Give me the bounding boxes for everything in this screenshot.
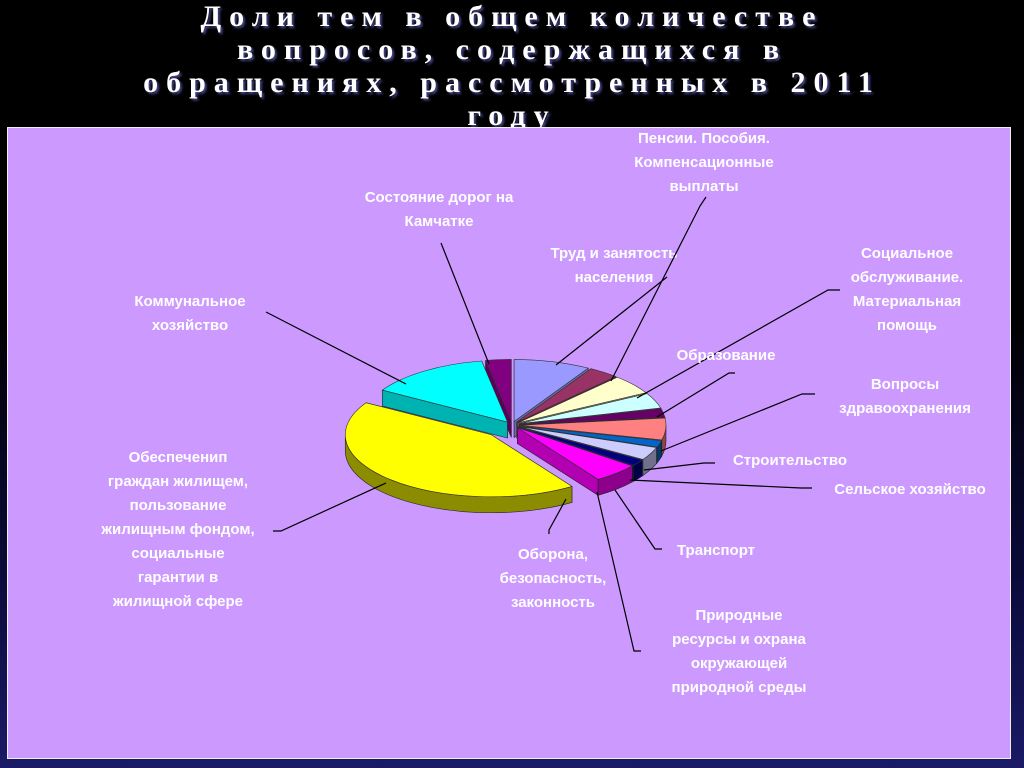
title-line-2: вопросов, содержащихся в: [236, 33, 788, 66]
pie-slice-12: [381, 360, 508, 423]
slice-label-3-line-1: Социальное: [861, 245, 953, 262]
slice-label-3-line-2: обслуживание.: [851, 269, 963, 286]
pie-slice-6: [519, 417, 667, 441]
slice-label-13: Состояние дорог на Камчатке: [365, 189, 514, 230]
leader-line-13: [440, 242, 490, 365]
pie-tops: [344, 359, 667, 498]
slice-label-1-line-1: Труд и занятость: [550, 245, 677, 262]
slice-label-11-line-6: гарантии в: [138, 569, 218, 586]
slice-label-12-line-2: хозяйство: [152, 317, 228, 334]
slice-label-4-line-1: Образование: [677, 347, 776, 364]
slice-label-9-line-3: окружающей: [691, 655, 787, 672]
title-line-1: Доли тем в общем количестве: [200, 0, 824, 33]
slice-label-9-line-2: ресурсы и охрана: [672, 631, 806, 648]
leader-line-9: [596, 491, 641, 652]
slice-label-7: Сельское хозяйство: [834, 481, 986, 498]
leader-line-2: [610, 196, 707, 382]
slice-label-10: Оборона, безопасность, законность: [500, 546, 607, 611]
slice-label-11: Обеспеченип граждан жилищем, пользование жи…: [100, 449, 254, 610]
title-line-4: году: [467, 99, 557, 132]
leader-line-6: [643, 462, 715, 471]
slice-label-1-line-2: населения: [575, 269, 654, 286]
pie-slice-7: [519, 425, 662, 448]
slice-label-11-line-4: жилищным фондом,: [100, 521, 254, 538]
pie-slice-2: [516, 368, 617, 423]
slice-label-11-line-2: граждан жилищем,: [108, 473, 248, 490]
slice-label-12: Коммунальное хозяйство: [134, 293, 245, 334]
page-title: Доли тем в общем количестве вопросов, со…: [0, 0, 1024, 132]
slice-label-4: Образование: [677, 347, 776, 364]
slice-label-7-line-1: Сельское хозяйство: [834, 481, 986, 498]
pie-slice-1: [513, 359, 589, 423]
slice-label-8-line-1: Транспорт: [677, 542, 755, 559]
slice-label-9: Природные ресурсы и охрана окружающей приро…: [672, 607, 807, 696]
leader-line-4: [656, 372, 735, 418]
slice-label-8: Транспорт: [677, 542, 755, 559]
pie-slice-13: [485, 359, 512, 422]
leader-line-12: [265, 311, 407, 385]
leader-line-10: [548, 498, 567, 534]
pie-labels: Труд и занятость населения Пенсии. Пособия…: [100, 130, 985, 696]
slice-label-5-line-1: Вопросы: [871, 376, 939, 393]
slice-label-5-line-2: здравоохранения: [839, 400, 971, 417]
pie-slice-10: [517, 427, 634, 480]
slice-label-11-line-5: социальные: [131, 545, 224, 562]
slice-label-11-line-1: Обеспеченип: [129, 449, 228, 466]
slice-label-11-line-7: жилищной сфере: [112, 593, 243, 610]
pie-slice-8: [519, 426, 658, 460]
slice-label-2-line-1: Пенсии. Пособия.: [638, 130, 770, 147]
title-line-3: обращениях, рассмотренных в 2011: [143, 66, 881, 99]
leader-line-8: [614, 489, 662, 550]
slice-label-9-line-1: Природные: [695, 607, 782, 624]
slice-label-3-line-3: Материальная: [853, 293, 961, 310]
slice-label-10-line-2: безопасность,: [500, 570, 607, 587]
slice-label-10-line-3: законность: [511, 594, 595, 611]
slice-label-2-line-3: выплаты: [669, 178, 738, 195]
leader-line-11: [273, 482, 387, 532]
leader-line-3: [636, 289, 840, 399]
slice-label-11-line-3: пользование: [130, 497, 227, 514]
leader-line-5: [660, 393, 815, 452]
slice-label-12-line-1: Коммунальное: [134, 293, 245, 310]
chart-area: [7, 127, 1011, 759]
slice-label-13-line-1: Состояние дорог на: [365, 189, 514, 206]
slice-label-2: Пенсии. Пособия. Компенсационные выплаты: [634, 130, 773, 195]
pie-slice-9: [518, 426, 644, 466]
slice-label-3-line-4: помощь: [877, 317, 937, 334]
leader-line-7: [629, 479, 812, 489]
leader-line-1: [555, 276, 668, 366]
slice-label-6-line-1: Строительство: [733, 452, 847, 469]
slice-label-9-line-4: природной среды: [672, 679, 807, 696]
slice-label-3: Социальное обслуживание. Материальная помощ…: [851, 245, 963, 334]
slice-label-1: Труд и занятость населения: [550, 245, 677, 286]
slice-label-6: Строительство: [733, 452, 847, 469]
slice-label-2-line-2: Компенсационные: [634, 154, 773, 171]
pie-slice-4: [519, 393, 662, 424]
slice-label-13-line-2: Камчатке: [404, 213, 473, 230]
slice-label-5: Вопросы здравоохранения: [839, 376, 971, 417]
pie-slice-11: [344, 402, 573, 498]
slice-label-10-line-1: Оборона,: [518, 546, 588, 563]
